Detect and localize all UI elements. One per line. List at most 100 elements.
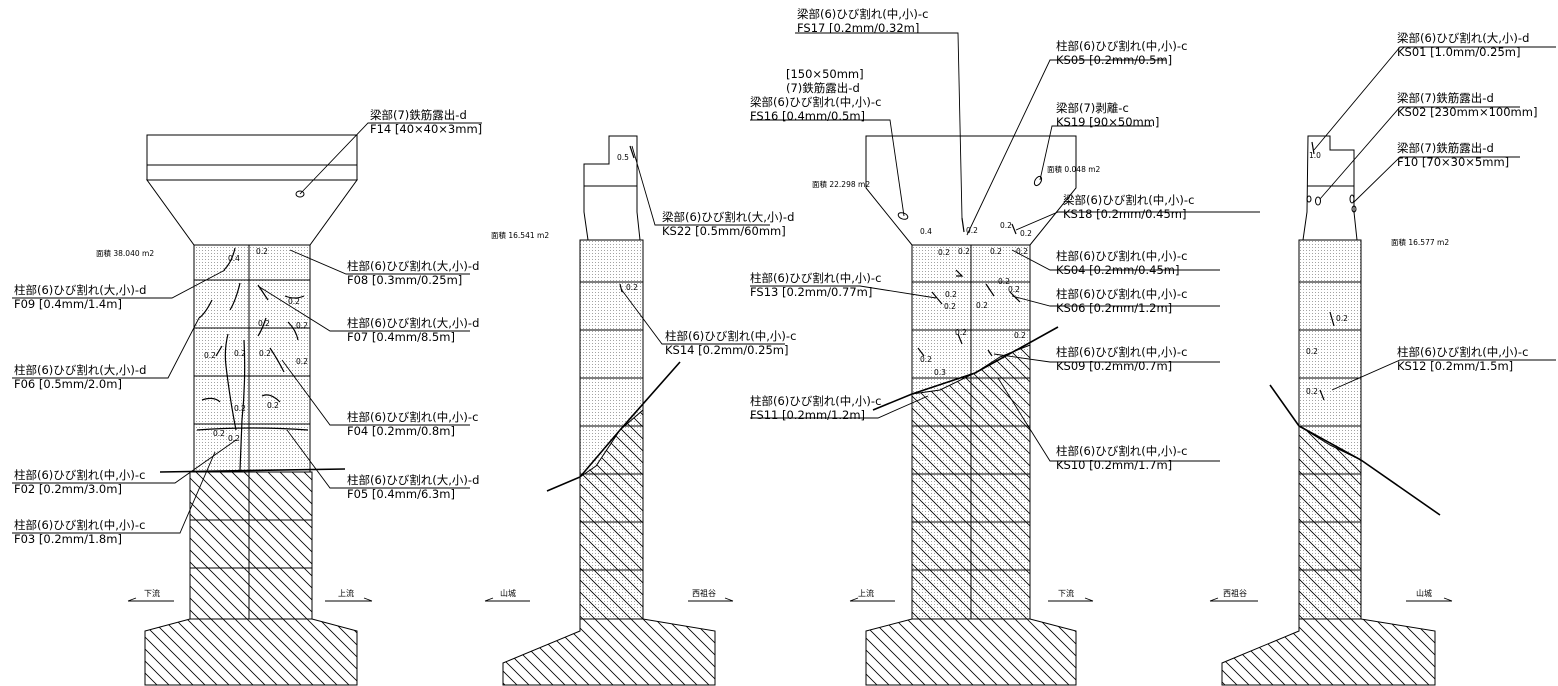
callout-KS02-detail: KS02 [230mm×100mm] bbox=[1397, 105, 1537, 119]
callout-F05-detail: F05 [0.4mm/6.3m] bbox=[347, 487, 455, 501]
callout-KS06-title: 柱部(6)ひび割れ(中,小)-c bbox=[1056, 287, 1187, 301]
svg-text:1.0: 1.0 bbox=[1309, 151, 1321, 160]
callouts-view-2: 梁部(6)ひび割れ(大,小)-d KS22 [0.5mm/60mm] 柱部(6)… bbox=[662, 210, 796, 357]
svg-text:0.2: 0.2 bbox=[258, 319, 270, 328]
callout-KS18-title: 梁部(6)ひび割れ(中,小)-c bbox=[1063, 193, 1194, 207]
callout-F07-title: 柱部(6)ひび割れ(大,小)-d bbox=[347, 316, 479, 330]
callout-KS19-title: 梁部(7)剥離-c bbox=[1056, 101, 1129, 115]
callout-KS06-detail: KS06 [0.2mm/1.2m] bbox=[1056, 301, 1172, 315]
area-label-4: 面積 16.577 m2 bbox=[1391, 237, 1449, 247]
callout-F10-detail: F10 [70×30×5mm] bbox=[1397, 155, 1509, 169]
callout-FS16-title: 梁部(6)ひび割れ(中,小)-c bbox=[750, 95, 881, 109]
callout-F05-title: 柱部(6)ひび割れ(大,小)-d bbox=[347, 473, 479, 487]
svg-text:0.2: 0.2 bbox=[288, 297, 300, 306]
svg-text:0.2: 0.2 bbox=[626, 283, 638, 292]
crack-lines bbox=[619, 145, 635, 293]
callout-F03-title: 柱部(6)ひび割れ(中,小)-c bbox=[14, 518, 145, 532]
svg-text:0.2: 0.2 bbox=[228, 434, 240, 443]
svg-text:0.2: 0.2 bbox=[1008, 285, 1020, 294]
svg-text:0.2: 0.2 bbox=[1016, 247, 1028, 256]
svg-text:0.2: 0.2 bbox=[945, 290, 957, 299]
callout-F06-detail: F06 [0.5mm/2.0m] bbox=[14, 377, 122, 391]
callout-F04-title: 柱部(6)ひび割れ(中,小)-c bbox=[347, 410, 478, 424]
callouts-view-1: 梁部(7)鉄筋露出-d F14 [40×40×3mm] 柱部(6)ひび割れ(大,… bbox=[14, 108, 482, 546]
callout-F10-title: 梁部(7)鉄筋露出-d bbox=[1397, 141, 1494, 155]
crack-values-view-2: 0.5 0.2 bbox=[617, 153, 638, 292]
callout-KS14-detail: KS14 [0.2mm/0.25m] bbox=[665, 343, 788, 357]
svg-text:0.2: 0.2 bbox=[990, 247, 1002, 256]
rebar-exposure-marks bbox=[1306, 194, 1357, 213]
svg-text:0.2: 0.2 bbox=[920, 355, 932, 364]
svg-text:0.2: 0.2 bbox=[296, 321, 308, 330]
svg-text:0.5: 0.5 bbox=[617, 153, 629, 162]
callout-KS05-title: 柱部(6)ひび割れ(中,小)-c bbox=[1056, 39, 1187, 53]
spalling-mark bbox=[1033, 175, 1043, 187]
svg-text:0.2: 0.2 bbox=[958, 247, 970, 256]
rebar-exposure-mark bbox=[295, 190, 305, 198]
callout-KS12-detail: KS12 [0.2mm/1.5m] bbox=[1397, 359, 1513, 373]
callout-F08-detail: F08 [0.3mm/0.25m] bbox=[347, 273, 462, 287]
callout-F06-title: 柱部(6)ひび割れ(大,小)-d bbox=[14, 363, 146, 377]
callouts-view-4: 梁部(6)ひび割れ(大,小)-d KS01 [1.0mm/0.25m] 梁部(7… bbox=[1397, 31, 1537, 373]
svg-text:0.2: 0.2 bbox=[1306, 347, 1318, 356]
column-buried bbox=[189, 471, 313, 620]
direction-label-nishiiya-2: 西祖谷 bbox=[1223, 588, 1247, 598]
callout-FS11-detail: FS11 [0.2mm/1.2m] bbox=[750, 408, 865, 422]
area-label-3: 面積 22.298 m2 bbox=[812, 179, 870, 189]
rebar-exposure-mark bbox=[897, 212, 909, 220]
view-pier-side-1 bbox=[502, 135, 716, 686]
callout-FS13-title: 柱部(6)ひび割れ(中,小)-c bbox=[750, 271, 881, 285]
svg-text:0.2: 0.2 bbox=[234, 404, 246, 413]
callout-KS09-detail: KS09 [0.2mm/0.7m] bbox=[1056, 359, 1172, 373]
callout-KS05-detail: KS05 [0.2mm/0.5m] bbox=[1056, 53, 1172, 67]
callout-150x50-detail: (7)鉄筋露出-d bbox=[786, 81, 860, 95]
svg-text:0.4: 0.4 bbox=[920, 227, 932, 236]
area-label-1: 面積 38.040 m2 bbox=[96, 248, 154, 258]
callout-FS16-detail: FS16 [0.4mm/0.5m] bbox=[750, 109, 865, 123]
direction-label-downstream-2: 下流 bbox=[1058, 588, 1074, 598]
direction-label-upstream-2: 上流 bbox=[858, 588, 874, 598]
callout-FS11-title: 柱部(6)ひび割れ(中,小)-c bbox=[750, 394, 881, 408]
callout-KS18-detail: KS18 [0.2mm/0.45m] bbox=[1063, 207, 1186, 221]
svg-text:0.2: 0.2 bbox=[966, 226, 978, 235]
direction-arrows bbox=[127, 597, 1453, 602]
svg-text:0.2: 0.2 bbox=[234, 349, 246, 358]
callout-150x50-title: [150×50mm] bbox=[786, 67, 864, 81]
area-label-3b: 面積 0.048 m2 bbox=[1047, 164, 1101, 174]
ground-line bbox=[1269, 384, 1441, 516]
callout-KS09-title: 柱部(6)ひび割れ(中,小)-c bbox=[1056, 345, 1187, 359]
svg-text:0.2: 0.2 bbox=[296, 357, 308, 366]
svg-text:0.2: 0.2 bbox=[213, 429, 225, 438]
footing-side bbox=[502, 618, 716, 686]
direction-label-upstream: 上流 bbox=[338, 588, 354, 598]
svg-text:0.2: 0.2 bbox=[1306, 387, 1318, 396]
view-pier-back bbox=[865, 135, 1077, 686]
svg-text:0.2: 0.2 bbox=[976, 301, 988, 310]
svg-text:0.2: 0.2 bbox=[267, 401, 279, 410]
crack-lines bbox=[1311, 141, 1335, 401]
panel-grid bbox=[190, 245, 312, 619]
footing-back bbox=[865, 618, 1077, 686]
callout-FS17-title: 梁部(6)ひび割れ(中,小)-c bbox=[797, 7, 928, 21]
panel-grid bbox=[1299, 281, 1361, 571]
leader-lines bbox=[12, 32, 1556, 534]
svg-text:0.2: 0.2 bbox=[1014, 331, 1026, 340]
callout-F04-detail: F04 [0.2mm/0.8m] bbox=[347, 424, 455, 438]
panel-grid bbox=[580, 281, 643, 571]
svg-text:0.2: 0.2 bbox=[998, 277, 1010, 286]
callout-F09-title: 柱部(6)ひび割れ(大,小)-d bbox=[14, 283, 146, 297]
callout-KS01-detail: KS01 [1.0mm/0.25m] bbox=[1397, 45, 1520, 59]
callout-F02-detail: F02 [0.2mm/3.0m] bbox=[14, 482, 122, 496]
crack-values-view-4: 1.0 0.2 0.2 0.2 bbox=[1306, 151, 1348, 396]
callout-KS12-title: 柱部(6)ひび割れ(中,小)-c bbox=[1397, 345, 1528, 359]
panel-grid bbox=[912, 245, 1030, 619]
crack-values-view-3: 0.4 0.2 0.2 0.2 0.2 0.2 0.2 0.2 0.2 0.2 … bbox=[920, 221, 1032, 377]
beam-top bbox=[146, 134, 358, 166]
view-pier-side-2 bbox=[1221, 135, 1441, 686]
column-inspected bbox=[193, 244, 311, 473]
callout-FS17-detail: FS17 [0.2mm/0.32m] bbox=[797, 21, 919, 35]
ground-line bbox=[872, 326, 1059, 411]
svg-text:0.2: 0.2 bbox=[955, 328, 967, 337]
svg-text:0.2: 0.2 bbox=[1020, 229, 1032, 238]
